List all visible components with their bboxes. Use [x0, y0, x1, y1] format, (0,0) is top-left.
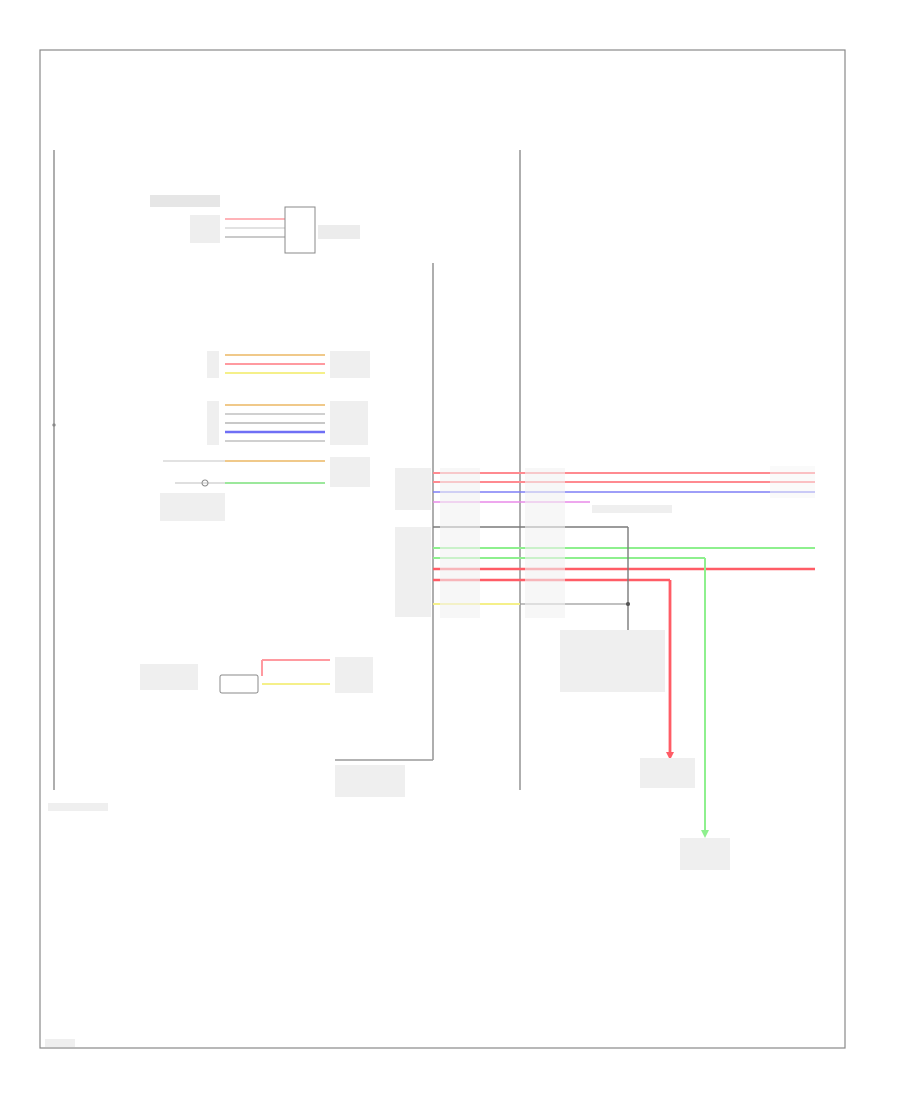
harness-group-b — [207, 401, 368, 445]
sensor-name-smudge — [318, 225, 360, 239]
sensor-title-smudge — [150, 195, 220, 207]
harness-group-a — [207, 351, 370, 378]
pin-labels-smudge — [190, 215, 220, 243]
sensor-box — [284, 206, 316, 254]
connector-labels — [45, 466, 815, 1047]
temperature-sensor-block — [140, 657, 373, 694]
bus-splice — [52, 423, 56, 427]
page-frame — [39, 49, 846, 1049]
sensor-symbol — [201, 479, 209, 487]
central-signal-lines — [433, 472, 815, 605]
harness-group-c — [160, 457, 370, 521]
temp-sensor-box — [219, 674, 259, 694]
upper-sensor-block — [150, 195, 360, 254]
